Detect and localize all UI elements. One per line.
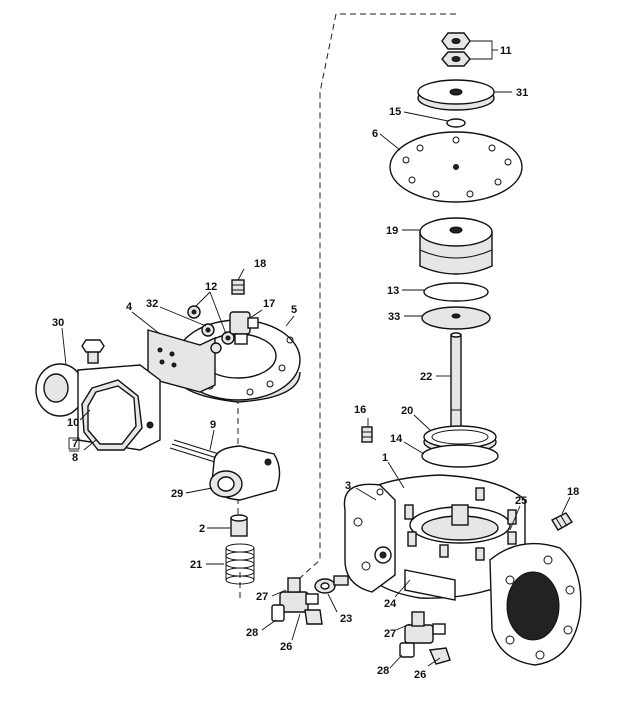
bracket-part	[147, 329, 216, 393]
callout-32: 32	[146, 298, 158, 310]
callout-26-left: 26	[280, 641, 292, 653]
nuts-part	[441, 32, 471, 67]
callout-2: 2	[199, 523, 205, 535]
spring-part	[225, 543, 255, 585]
callout-labels: 11 31 15 6 19 13 33 22 20 14 16 1 3 25 1…	[52, 45, 579, 681]
disc-part	[421, 306, 491, 330]
callout-15: 15	[389, 106, 401, 118]
callout-19: 19	[386, 225, 398, 237]
callout-29: 29	[171, 488, 183, 500]
callout-23: 23	[340, 613, 352, 625]
gasket-part	[421, 444, 499, 468]
plug-16-part	[361, 426, 373, 443]
callout-11: 11	[500, 45, 512, 57]
callout-7: 7	[72, 438, 78, 450]
callout-21: 21	[190, 559, 202, 571]
callout-27-left: 27	[256, 591, 268, 603]
pilot-29-part	[209, 445, 281, 501]
fitting-23-part	[314, 575, 349, 594]
callout-33: 33	[388, 311, 400, 323]
bushing-part	[230, 514, 248, 537]
callout-30: 30	[52, 317, 64, 329]
callout-28-left: 28	[246, 627, 258, 639]
callout-27-right: 27	[384, 628, 396, 640]
callout-25: 25	[515, 495, 527, 507]
callout-18-right: 18	[567, 486, 579, 498]
diaphragm-plate-part	[419, 217, 493, 275]
needle-valve-right-part	[399, 611, 451, 665]
callout-5: 5	[291, 304, 297, 316]
callout-24: 24	[384, 598, 397, 610]
callout-4: 4	[126, 301, 133, 313]
callout-8: 8	[72, 452, 78, 464]
callout-16: 16	[354, 404, 366, 416]
pilot-valve-part	[35, 339, 161, 451]
tee-fitting-part	[229, 311, 259, 345]
needle-valve-left-part	[271, 577, 323, 625]
callout-12: 12	[205, 281, 217, 293]
callout-7-box	[68, 437, 80, 450]
plug-18-top-part	[231, 279, 245, 295]
ring-part	[423, 282, 489, 302]
callout-22: 22	[420, 371, 432, 383]
diaphragm-part	[389, 131, 523, 203]
small-nuts-part	[187, 305, 235, 354]
callout-17: 17	[263, 298, 275, 310]
o-ring-part	[446, 118, 466, 128]
callout-6: 6	[372, 128, 378, 140]
callout-26-right: 26	[414, 669, 426, 681]
callout-20: 20	[401, 405, 413, 417]
valve-body-part	[343, 474, 582, 666]
leader-lines	[61, 40, 571, 669]
callout-14: 14	[390, 433, 403, 445]
callout-31: 31	[516, 87, 528, 99]
callout-18-top: 18	[254, 258, 266, 270]
diaphragm-washer-part	[417, 79, 495, 111]
tubing-part	[169, 439, 220, 463]
callout-13: 13	[387, 285, 399, 297]
callout-10: 10	[67, 417, 79, 429]
callout-1: 1	[382, 452, 388, 464]
plug-18-right-part	[551, 512, 573, 531]
callout-3: 3	[345, 480, 351, 492]
callout-9: 9	[210, 419, 216, 431]
stem-part	[450, 332, 462, 431]
callout-28-right: 28	[377, 665, 389, 677]
